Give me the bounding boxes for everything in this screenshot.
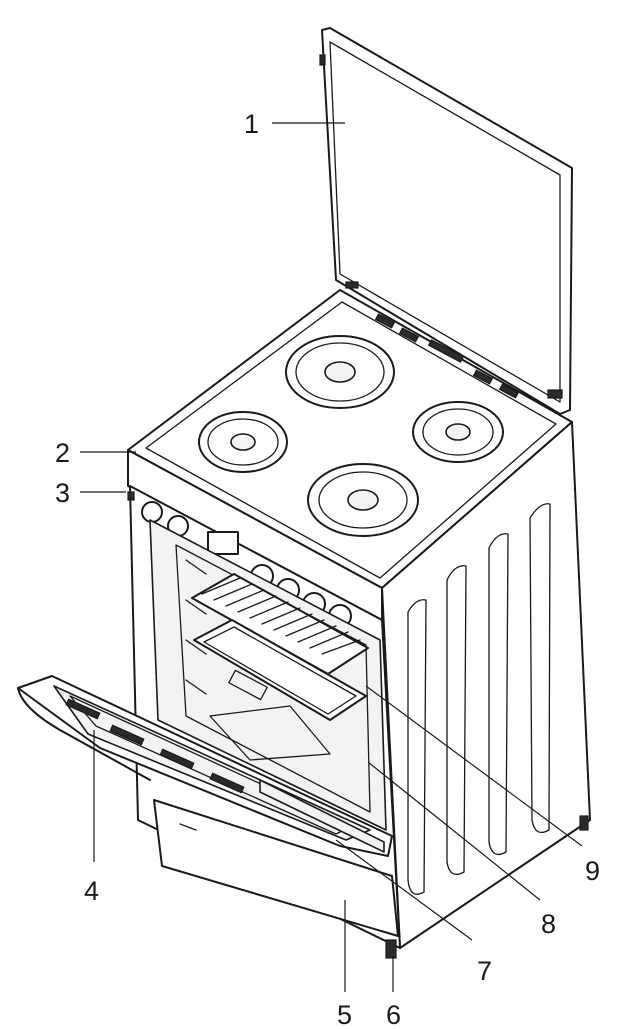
hotplate-rear-large	[285, 335, 395, 409]
callout-7: 7	[477, 956, 492, 986]
callout-9: 9	[585, 856, 600, 886]
knob-1	[141, 501, 163, 523]
callout-4: 4	[84, 876, 99, 906]
hotplate-left	[198, 411, 288, 473]
door-hinge-strip	[259, 779, 385, 853]
leader-lines	[80, 122, 583, 992]
callout-6: 6	[386, 1000, 401, 1029]
adjustable-feet	[385, 815, 589, 959]
storage-drawer	[153, 799, 399, 937]
hob-rear-vents	[374, 313, 520, 399]
timer-display	[207, 531, 239, 555]
callout-3: 3	[55, 478, 70, 508]
baking-tray	[193, 619, 367, 721]
callout-8: 8	[541, 909, 556, 939]
hob-lid	[319, 27, 573, 415]
callout-5: 5	[337, 1000, 352, 1029]
side-panel-ribs	[407, 503, 551, 895]
hotplate-front	[307, 463, 419, 537]
callout-1: 1	[244, 109, 259, 139]
hotplate-right	[412, 401, 504, 463]
callout-2: 2	[55, 438, 70, 468]
